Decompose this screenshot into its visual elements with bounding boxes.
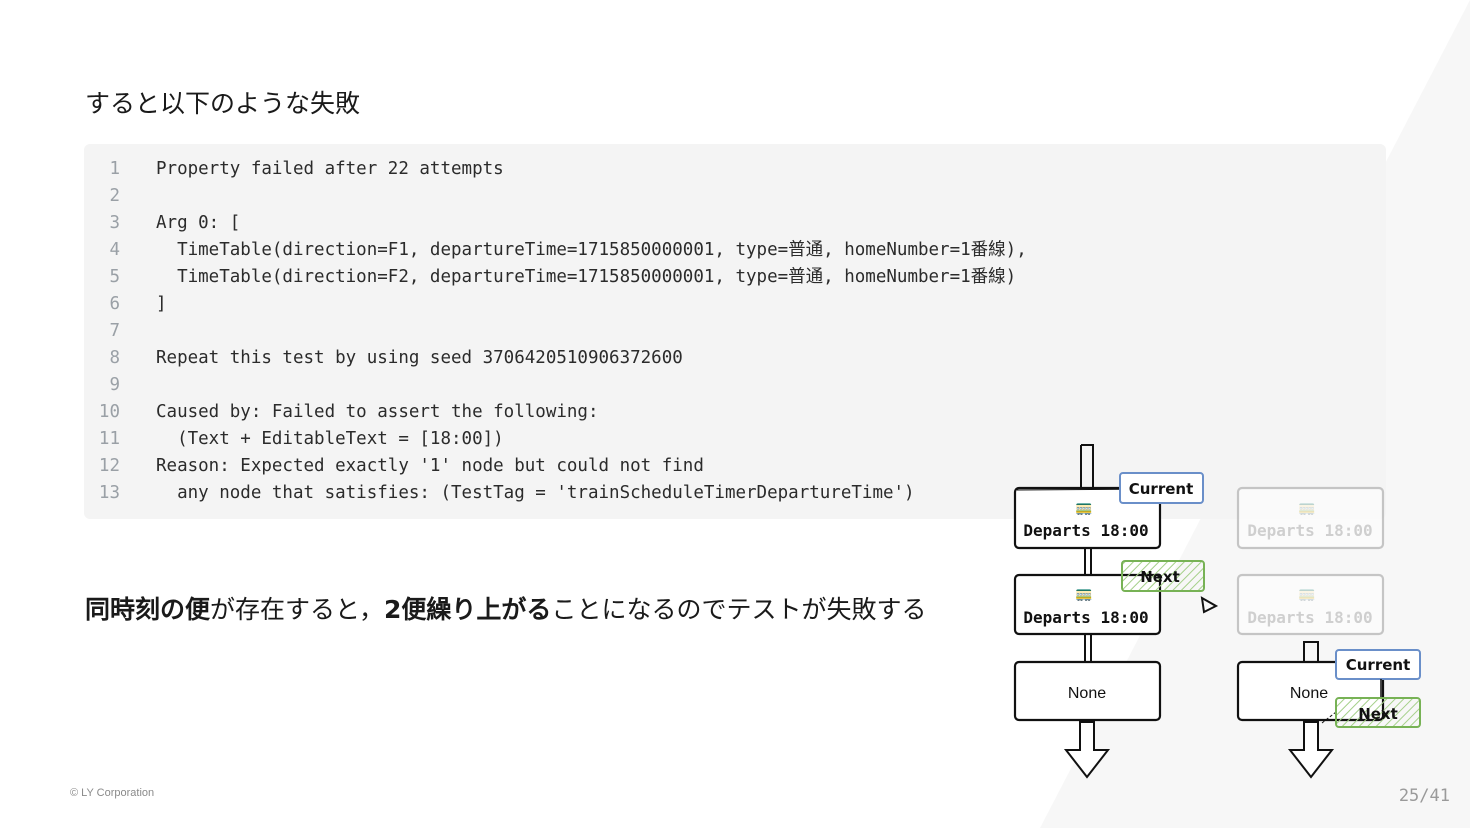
left-next-tag: Next (1100, 560, 1205, 592)
departs-label: Departs 18:00 (1247, 521, 1372, 540)
code-text: TimeTable(direction=F2, departureTime=17… (156, 267, 1017, 287)
transition-arrow (1200, 596, 1219, 614)
line-number: 1 (109, 159, 120, 179)
line-number: 11 (98, 429, 120, 449)
right-flow-line (1303, 641, 1319, 662)
line-number: 2 (109, 186, 120, 206)
timetable-diagram: 🚃 Departs 18:00 Current 🚃 Departs 18:00 … (1013, 444, 1421, 779)
code-text: (Text + EditableText = [18:00]) (156, 429, 504, 449)
train-icon: 🚃 (1298, 586, 1315, 602)
left-none-box: None (1013, 660, 1162, 722)
train-icon: 🚃 (1075, 586, 1092, 602)
code-line: 8 Repeat this test by using seed 37064205… (84, 345, 1386, 372)
code-line: 10 Caused by: Failed to assert the follow… (84, 399, 1386, 426)
code-block: 1 Property failed after 22 attempts 2 3 Arg … (84, 144, 1386, 519)
departs-label: Departs 18:00 (1023, 608, 1148, 627)
code-line: 9 (84, 372, 1386, 399)
line-number: 13 (98, 483, 120, 503)
code-line: 1 Property failed after 22 attempts (84, 156, 1386, 183)
summary-bold-2: 2便繰り上がる (384, 595, 552, 624)
code-line: 13 any node that satisfies: (TestTag = '… (84, 480, 1386, 507)
right-departs-box-1-faded: 🚃 Departs 18:00 (1236, 486, 1385, 550)
right-down-arrow (1287, 721, 1335, 779)
code-text: Reason: Expected exactly '1' node but co… (156, 456, 704, 476)
summary-plain-2: ことになるのでテストが失敗する (551, 595, 927, 624)
none-label: None (1068, 685, 1106, 702)
train-icon: 🚃 (1298, 500, 1315, 516)
summary-plain-1: が存在すると， (210, 595, 385, 624)
code-text: ] (156, 294, 167, 314)
code-line: 2 (84, 183, 1386, 210)
line-number: 4 (109, 240, 120, 260)
line-number: 9 (109, 375, 120, 395)
code-line: 4 TimeTable(direction=F1, departureTime=… (84, 237, 1386, 264)
line-number: 7 (109, 321, 120, 341)
departs-label: Departs 18:00 (1023, 521, 1148, 540)
none-label: None (1290, 685, 1328, 702)
code-text: TimeTable(direction=F1, departureTime=17… (156, 240, 1027, 260)
line-number: 5 (109, 267, 120, 287)
summary-text: 同時刻の便が存在すると，2便繰り上がることになるのでテストが失敗する (85, 590, 926, 626)
code-text: Property failed after 22 attempts (156, 159, 504, 179)
current-tag-label: Current (1346, 656, 1411, 674)
left-down-arrow (1063, 721, 1111, 779)
line-number: 10 (98, 402, 120, 422)
next-tag-label: Next (1140, 568, 1180, 586)
code-line: 7 (84, 318, 1386, 345)
code-line: 6] (84, 291, 1386, 318)
page-number: 25/41 (1398, 786, 1450, 806)
right-departs-box-2-faded: 🚃 Departs 18:00 (1236, 573, 1385, 636)
line-number: 3 (109, 213, 120, 233)
right-current-tag: Current (1335, 649, 1421, 698)
departs-label: Departs 18:00 (1247, 608, 1372, 627)
code-line: 5 TimeTable(direction=F2, departureTime=… (84, 264, 1386, 291)
summary-bold-1: 同時刻の便 (85, 595, 211, 624)
copyright: © LY Corporation (70, 787, 155, 799)
code-line: 11 (Text + EditableText = [18:00]) (84, 426, 1386, 453)
code-line: 3 Arg 0: [ (84, 210, 1386, 237)
code-text: Arg 0: [ (156, 213, 241, 233)
left-current-tag: Current (1100, 472, 1204, 504)
line-number: 6 (109, 294, 120, 314)
code-text: Repeat this test by using seed 370642051… (156, 348, 683, 368)
line-number: 12 (98, 456, 120, 476)
next-tag-label: Next (1358, 705, 1398, 723)
slide-heading: すると以下のような失敗 (85, 89, 361, 118)
current-tag-label: Current (1129, 480, 1194, 498)
right-next-tag: Next (1321, 697, 1421, 728)
code-line: 12 Reason: Expected exactly '1' node but … (84, 453, 1386, 480)
train-icon: 🚃 (1075, 500, 1092, 516)
line-number: 8 (109, 348, 120, 368)
code-text: Caused by: Failed to assert the followin… (156, 402, 599, 422)
code-text: any node that satisfies: (TestTag = 'tra… (156, 483, 915, 503)
left-flow-line (1080, 444, 1094, 662)
